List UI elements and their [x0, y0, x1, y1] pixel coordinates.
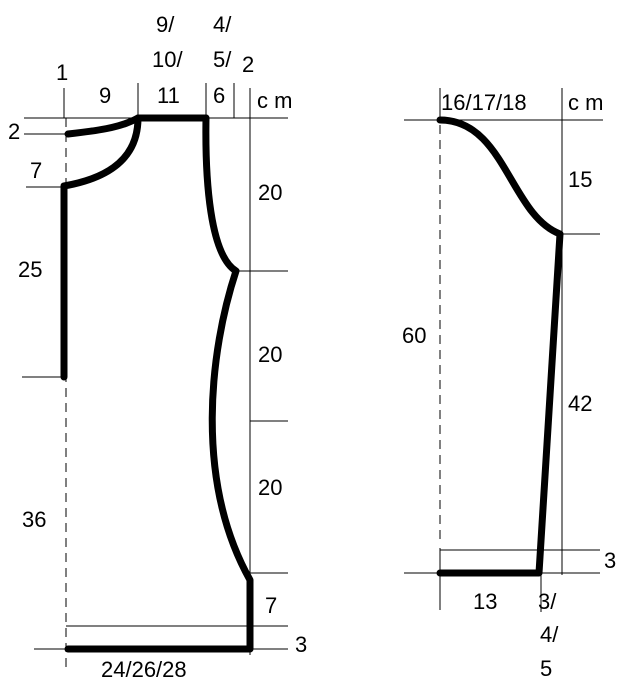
body-shoulder-width-label: 9 — [99, 83, 111, 108]
body-neck-size-3: 11 — [157, 83, 180, 108]
body-rib-label: 3 — [295, 632, 307, 657]
sleeve-top-width-label: 16/17/18 — [441, 90, 527, 115]
body-neck-drop-size-2: 5/ — [213, 47, 232, 72]
body-neck-drop-size-1: 4/ — [213, 12, 232, 37]
sleeve-cap-height-label: 15 — [568, 167, 592, 192]
body-neck-armhole-outline — [60, 114, 142, 381]
body-section-1-label: 20 — [258, 180, 282, 205]
body-bottom-width-label: 24/26/28 — [101, 657, 187, 682]
body-side-length-label: 36 — [22, 507, 46, 532]
sleeve-lower-length-label: 42 — [568, 391, 592, 416]
sleeve-bottom-size-2: 4/ — [540, 622, 559, 647]
sleeve-bottom-size-3: 5 — [540, 656, 552, 681]
body-section-3-label: 20 — [258, 475, 282, 500]
sleeve-unit-label: c m — [568, 90, 603, 115]
body-neck-drop-size-3: 6 — [213, 83, 225, 108]
sleeve-length-label: 60 — [402, 323, 426, 348]
body-hem-allowance-label: 7 — [265, 593, 277, 618]
sleeve-cuff-label: 3 — [604, 548, 616, 573]
body-neck-size-2: 10/ — [152, 47, 183, 72]
body-armhole-depth-label: 25 — [18, 257, 42, 282]
body-neck-to-armhole-label: 7 — [30, 158, 42, 183]
body-unit-label: c m — [257, 88, 292, 113]
body-shoulder-slope-label: 2 — [8, 119, 20, 144]
sleeve-bottom-size-1: 3/ — [538, 589, 557, 614]
body-side-hem-outline — [64, 114, 254, 653]
body-section-2-label: 20 — [258, 342, 282, 367]
body-neck-size-1: 9/ — [156, 12, 175, 37]
body-col-1-label: 1 — [56, 60, 68, 85]
sleeve-bottom-width-label: 13 — [473, 589, 497, 614]
body-col-2-label: 2 — [242, 52, 254, 77]
sleeve-outline — [436, 116, 564, 577]
body-pattern: 1 9 9/ 10/ 11 4/ 5/ 6 2 c m 2 7 25 36 20… — [8, 12, 307, 682]
sleeve-pattern: 16/17/18 c m 15 60 42 3 13 3/ 4/ 5 — [402, 88, 616, 681]
